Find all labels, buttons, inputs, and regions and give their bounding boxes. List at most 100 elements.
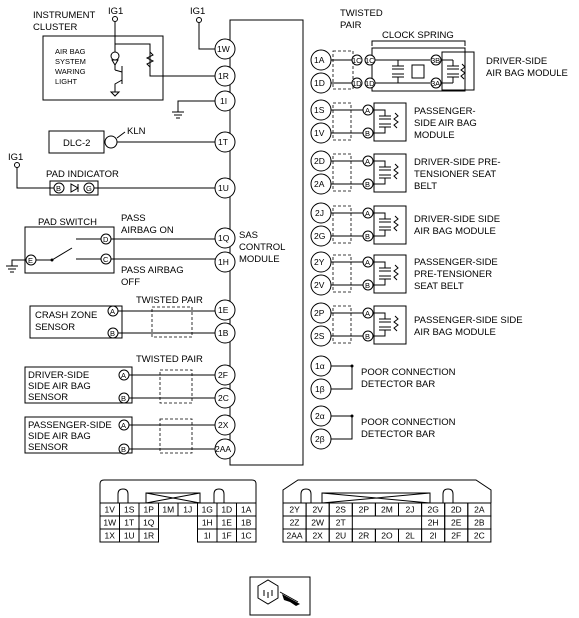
psab-pin-a: A [365, 309, 370, 318]
ppt-pin-a: A [365, 258, 370, 267]
connector-pin-label: 1C [241, 531, 252, 541]
warning-light-label-4: LIGHT [55, 77, 78, 86]
pad-indicator-pin-b: B [56, 184, 61, 193]
connector-pin-label: 1F [222, 531, 232, 541]
crash-zone-label-1: CRASH ZONE [35, 310, 97, 321]
connector-pin-label: 1U [124, 531, 135, 541]
driver-airbag-label-2: AIR BAG MODULE [486, 68, 568, 79]
pin-1D: 1D [314, 78, 325, 88]
pin-2P: 2P [314, 308, 325, 318]
pin-1A: 1A [314, 55, 325, 65]
detector-1-label-2: DETECTOR BAR [361, 379, 435, 390]
crash-zone-pin-a: A [110, 307, 115, 316]
detector-2-label-2: DETECTOR BAR [361, 429, 435, 440]
dsab-pin-a: A [365, 209, 370, 218]
twisted-pair-label-1: TWISTED PAIR [136, 295, 203, 306]
connector-pin-label: 1G [202, 505, 213, 515]
connector-pin-label: 2O [381, 531, 393, 541]
psab-label-2: AIR BAG MODULE [414, 327, 496, 338]
crash-zone-pin-b: B [110, 329, 115, 338]
clock-pin-1d-b: 1D [365, 79, 375, 88]
crash-zone-sensor-box [29, 305, 123, 339]
pin-2G: 2G [314, 231, 325, 241]
dpt-pin-b: B [365, 180, 370, 189]
connector-pin-label: 1R [143, 531, 154, 541]
connector-pin-label: 2X [312, 531, 323, 541]
connector-pin-label: 2U [335, 531, 346, 541]
connector-pin-label: 1M [162, 505, 174, 515]
connector-pin-label: 1P [144, 505, 155, 515]
passenger-side-airbag-module: A B PASSENGER-SIDE SIDE AIR BAG MODULE [331, 305, 523, 345]
driver-sensor-pin-a: A [121, 371, 126, 380]
warning-light-label-2: SYSTEM [55, 57, 86, 66]
connector-pin-label: 1W [103, 518, 116, 528]
pin-1Q: 1Q [218, 233, 230, 243]
pin-1H: 1H [218, 257, 229, 267]
passenger-sensor-label-2: SIDE AIR BAG [28, 431, 91, 442]
pin-2D: 2D [314, 156, 325, 166]
passenger-sensor-label-1: PASSENGER-SIDE [28, 420, 112, 431]
connector-pin-label: 2C [474, 531, 485, 541]
pass-airbag-off-line-1: PASS AIRBAG [121, 265, 184, 276]
connector-pin-label: 2AA [287, 531, 303, 541]
pin-1U: 1U [218, 183, 229, 193]
clock-pin-1d-a: 1D [352, 79, 362, 88]
connector-cell [467, 528, 492, 543]
pad-switch-pin-c: C [103, 255, 109, 264]
psab-pin-b: B [365, 332, 370, 341]
module-title-line-3: MODULE [239, 254, 280, 265]
passenger-sensor-pin-a: A [121, 421, 126, 430]
warning-light-label-3: WARING [55, 67, 86, 76]
pab-label-3: MODULE [414, 130, 455, 141]
driver-sensor-label-3: SENSOR [28, 392, 68, 403]
passenger-sensor-label-3: SENSOR [28, 442, 68, 453]
detector-bar-2: POOR CONNECTION DETECTOR BAR [331, 414, 456, 440]
clock-pin-3b: 3B [431, 56, 440, 65]
ppt-pin-b: B [365, 281, 370, 290]
pass-airbag-on-line-1: PASS [121, 213, 146, 224]
connector-pin-label: 2E [451, 518, 462, 528]
warning-lamp-icon [110, 51, 120, 61]
passenger-sensor-pin-b: B [121, 445, 126, 454]
instrument-cluster-title-1: INSTRUMENT [33, 10, 95, 21]
connector-pin-label: 2P [359, 505, 370, 515]
pin-2S: 2S [314, 331, 325, 341]
pin-2Y: 2Y [314, 257, 325, 267]
pin-2J: 2J [315, 208, 324, 218]
connector-pin-label: 1H [202, 518, 213, 528]
kln-label: KLN [127, 126, 146, 137]
dsab-pin-b: B [365, 232, 370, 241]
pin-1I: 1I [220, 96, 227, 106]
driver-sensor-label-1: DRIVER-SIDE [28, 370, 89, 381]
connector-pin-label: 2S [336, 505, 347, 515]
connector-pin-label: 2D [451, 505, 462, 515]
connector-pin-label: 2B [474, 518, 485, 528]
connector-pin-label: 2Y [289, 505, 300, 515]
pad-indicator-pin-g: G [86, 184, 92, 193]
twisted-pair-label-2: TWISTED PAIR [136, 354, 203, 365]
driver-sensor-label-2: SIDE AIR BAG [28, 381, 91, 392]
passenger-side-sensor-box [24, 416, 133, 454]
pin-2beta: 2β [315, 434, 325, 444]
connector-cell [236, 528, 257, 543]
pin-1W: 1W [217, 44, 230, 54]
instrument-cluster-title-2: CLUSTER [33, 22, 77, 33]
pin-2alpha: 2α [315, 411, 325, 421]
connector-pin-label: 2J [406, 505, 415, 515]
crash-zone-label-2: SENSOR [35, 322, 75, 333]
connector-pin-label: 2A [474, 505, 485, 515]
connector-cell [138, 528, 159, 543]
pin-2V: 2V [314, 280, 325, 290]
dsab-label-2: AIR BAG MODULE [414, 226, 496, 237]
dsab-label-1: DRIVER-SIDE SIDE [414, 214, 500, 225]
passenger-pretensioner: A B PASSENGER-SIDE PRE-TENSIONER SEAT BE… [331, 254, 498, 294]
detector-2-label-1: POOR CONNECTION [361, 417, 456, 428]
dpt-label-3: BELT [414, 181, 437, 192]
connector-pin-label: 1E [222, 518, 233, 528]
twisted-pair-top-1: TWISTED [340, 8, 383, 19]
instrument-cluster-box [42, 35, 164, 101]
driver-sensor-pin-b: B [121, 394, 126, 403]
ppt-label-1: PASSENGER-SIDE [414, 257, 498, 268]
